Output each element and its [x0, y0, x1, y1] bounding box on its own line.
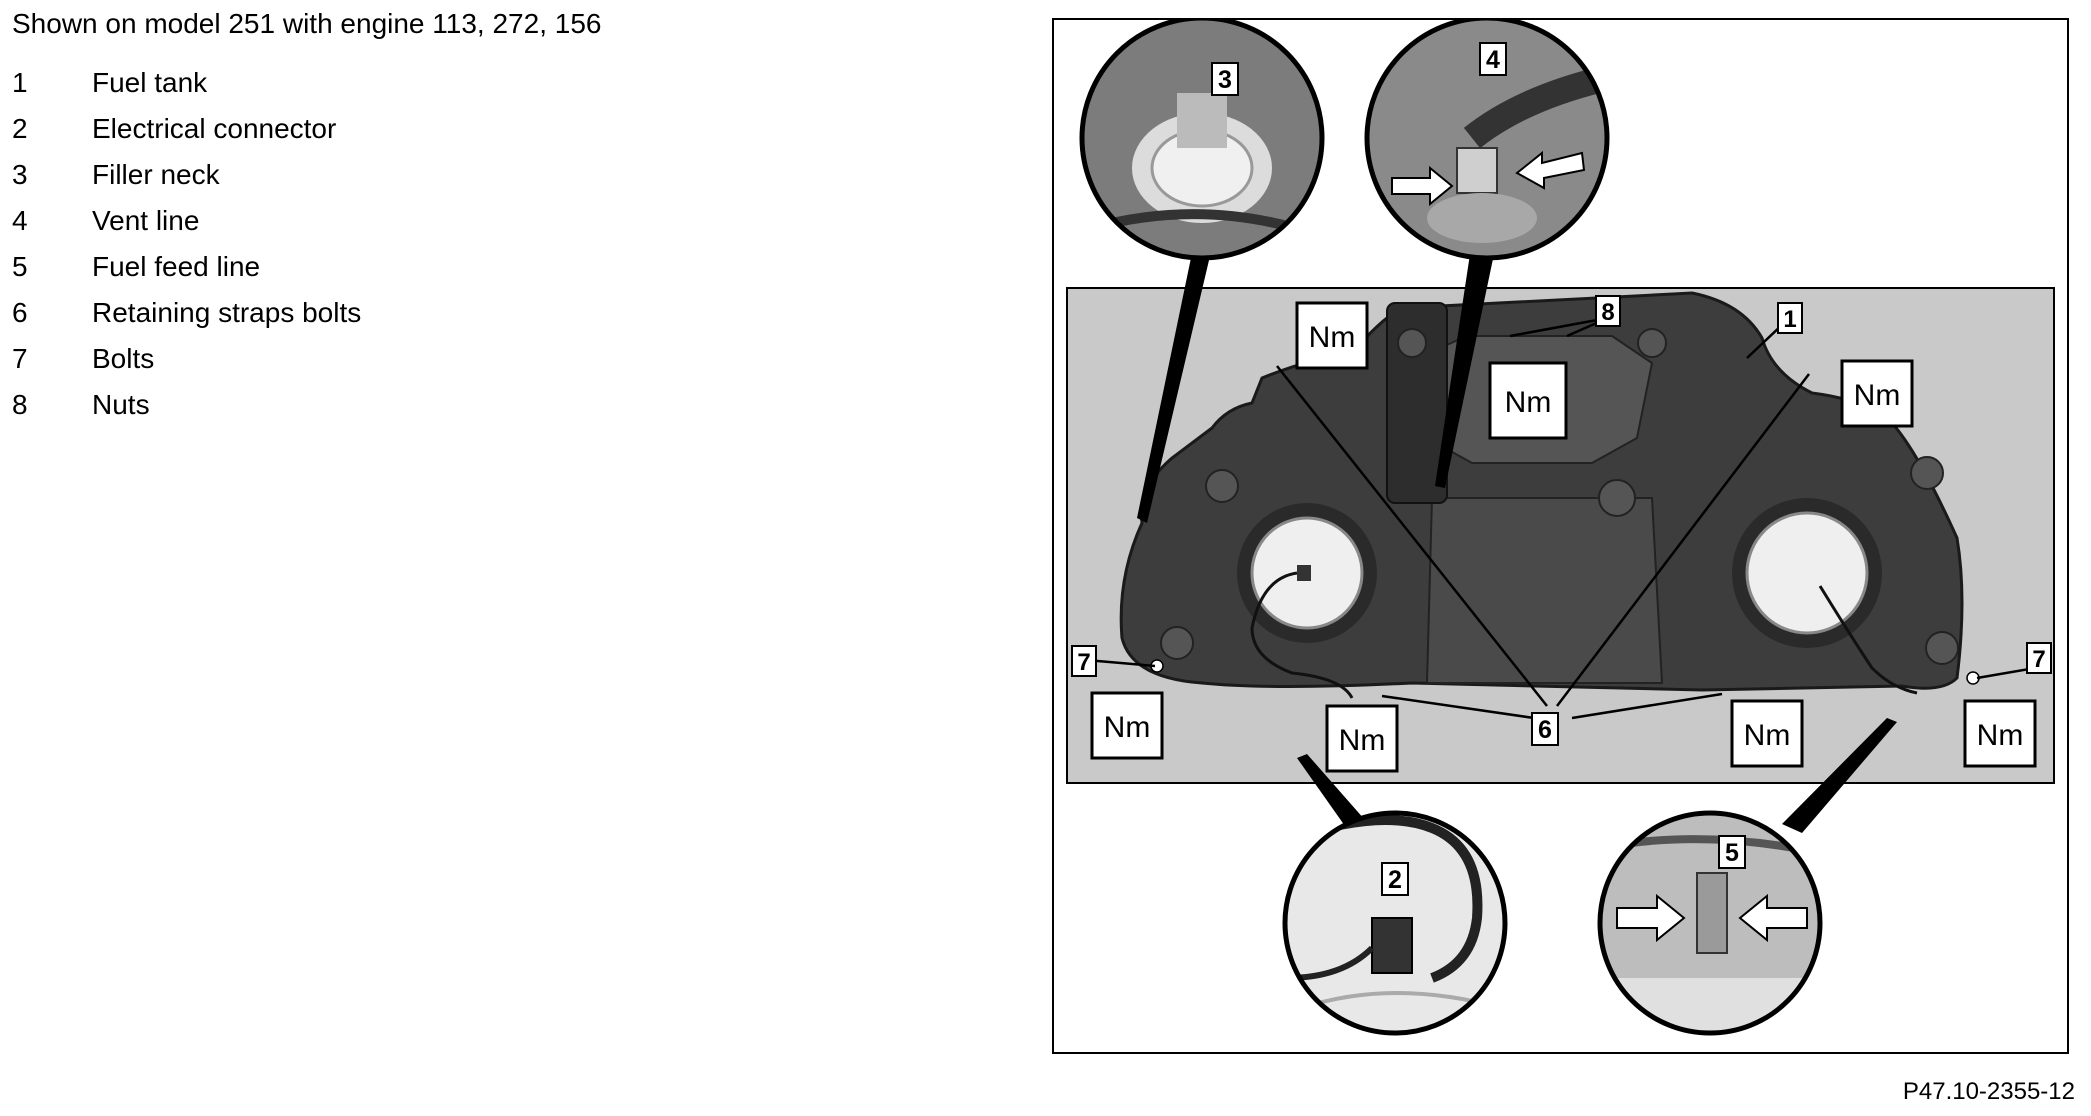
legend-label: Retaining straps bolts: [92, 297, 362, 328]
torque-label: Nm: [1104, 711, 1151, 744]
legend-number: 7: [12, 343, 28, 374]
mount-boss: [1925, 631, 1959, 665]
figure-reference: P47.10-2355-12: [1902, 1078, 2075, 1105]
detail-pointer: [1297, 754, 1372, 836]
detail-filler-neck: [1082, 18, 1322, 258]
legend-number: 1: [12, 67, 28, 98]
legend-item: 6 Retaining straps bolts: [12, 290, 361, 336]
svg-text:1: 1: [1783, 306, 1796, 333]
callout-7-left: 7: [1071, 645, 1097, 677]
svg-text:2: 2: [1388, 866, 1402, 894]
legend-label: Electrical connector: [92, 113, 337, 144]
leader-line: [1571, 692, 1723, 720]
leader-line: [1381, 694, 1535, 720]
sender-wire-right: [1818, 585, 1918, 695]
mount-boss: [1598, 479, 1636, 517]
svg-text:3: 3: [1218, 66, 1232, 94]
torque-box: Nm: [1963, 699, 2037, 768]
legend-item: 4 Vent line: [12, 198, 361, 244]
legend-item: 3 Filler neck: [12, 152, 361, 198]
detail-electrical-connector: [1285, 813, 1505, 1033]
legend-item: 5 Fuel feed line: [12, 244, 361, 290]
detail-circle-3: [1079, 18, 1325, 261]
torque-label: Nm: [1977, 719, 2024, 752]
torque-label: Nm: [1505, 386, 1552, 419]
legend-number: 6: [12, 297, 28, 328]
legend-label: Fuel feed line: [92, 251, 261, 282]
svg-text:5: 5: [1725, 839, 1739, 867]
fuel-sender-right-plate: [1745, 511, 1869, 635]
svg-text:6: 6: [1538, 716, 1552, 744]
mount-boss: [1160, 626, 1194, 660]
arrow-left-icon: [1515, 150, 1586, 190]
svg-text:7: 7: [2032, 646, 2045, 673]
legend-label: Vent line: [92, 205, 200, 236]
arrow-right-icon: [1616, 893, 1686, 943]
legend-item: 7 Bolts: [12, 336, 361, 382]
legend-item: 8 Nuts: [12, 382, 361, 428]
legend-item: 2 Electrical connector: [12, 106, 361, 152]
mount-boss: [1397, 328, 1427, 358]
leader-line: [1976, 666, 2036, 680]
legend-label: Fuel tank: [92, 67, 208, 98]
torque-box: Nm: [1730, 699, 1804, 768]
torque-box: Nm: [1488, 361, 1568, 440]
callout-1: 1: [1777, 302, 1803, 334]
torque-label: Nm: [1744, 719, 1791, 752]
legend-label: Filler neck: [92, 159, 220, 190]
callout-5: 5: [1718, 835, 1746, 869]
arrow-right-icon: [1391, 165, 1454, 207]
torque-box: Nm: [1325, 704, 1399, 773]
detail-pointer: [1782, 718, 1897, 833]
legend-label: Bolts: [92, 343, 155, 374]
callout-6: 6: [1531, 712, 1559, 746]
callout-7-right: 7: [2026, 642, 2052, 674]
legend-label: Nuts: [92, 389, 150, 420]
mount-boss: [1637, 328, 1667, 358]
detail-circle-2: [1282, 810, 1508, 1036]
torque-box: Nm: [1090, 691, 1164, 760]
callout-2: 2: [1381, 862, 1409, 896]
torque-label: Nm: [1339, 724, 1386, 757]
detail-pointer: [1435, 254, 1494, 488]
detail-circle-5: [1597, 810, 1823, 1036]
legend-number: 5: [12, 251, 28, 282]
leader-line: [1509, 316, 1609, 338]
svg-text:4: 4: [1486, 46, 1500, 74]
legend-number: 4: [12, 205, 28, 236]
svg-text:8: 8: [1601, 299, 1614, 326]
legend-number: 8: [12, 389, 28, 420]
torque-box: Nm: [1840, 359, 1914, 428]
svg-text:7: 7: [1077, 649, 1090, 676]
callout-3: 3: [1211, 62, 1239, 96]
callout-8: 8: [1595, 295, 1621, 327]
leader-line: [1276, 365, 1548, 707]
mount-boss: [1205, 469, 1239, 503]
torque-box: Nm: [1295, 301, 1369, 370]
leader-line: [1085, 658, 1156, 668]
fuel-tank-figure: Nm Nm Nm Nm Nm Nm Nm 1 2 3 4 5: [1052, 18, 2069, 1054]
legend-number: 2: [12, 113, 28, 144]
mount-boss: [1910, 456, 1944, 490]
tank-center-body: [1425, 497, 1664, 684]
sender-wire-left: [1250, 571, 1354, 699]
sender-connector-left: [1297, 565, 1311, 581]
legend-number: 3: [12, 159, 28, 190]
legend-item: 1 Fuel tank: [12, 60, 361, 106]
detail-circle-4: [1364, 18, 1610, 261]
page-heading: Shown on model 251 with engine 113, 272,…: [12, 8, 602, 39]
torque-label: Nm: [1854, 379, 1901, 412]
torque-label: Nm: [1309, 321, 1356, 354]
detail-pointer: [1137, 253, 1210, 523]
arrow-left-icon: [1738, 893, 1808, 943]
leader-line: [1556, 373, 1810, 707]
legend-list: 1 Fuel tank 2 Electrical connector 3 Filler…: [12, 60, 361, 428]
callout-4: 4: [1479, 42, 1507, 76]
